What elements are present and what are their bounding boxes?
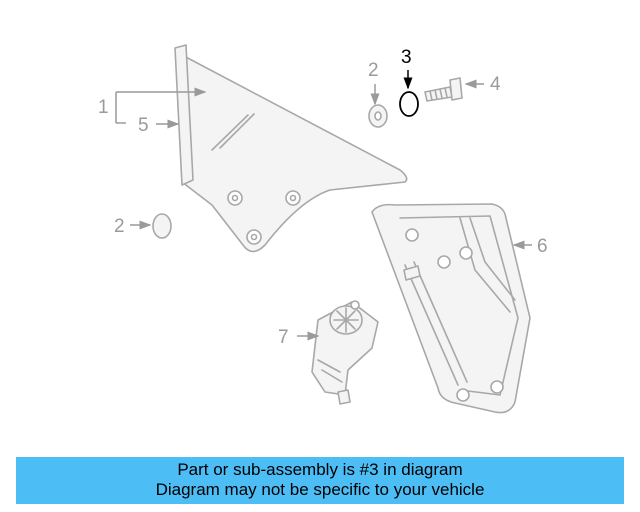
- callout-5: 5: [138, 115, 149, 136]
- callout-6: 6: [537, 236, 548, 257]
- seal-part-2-left: [152, 213, 172, 239]
- parts-diagram: 1 5 2 3 4 2 6: [98, 44, 548, 414]
- callout-4: 4: [490, 74, 501, 95]
- washer-part-2-top: [368, 104, 388, 128]
- window-regulator-part-6: [371, 203, 531, 414]
- bolt-part-4: [424, 77, 463, 102]
- callout-2-top: 2: [368, 60, 379, 81]
- callout-2-left: 2: [114, 216, 125, 237]
- callout-1: 1: [98, 97, 109, 118]
- window-motor-part-7: [311, 300, 379, 405]
- banner-line-2: Diagram may not be specific to your vehi…: [155, 480, 485, 499]
- o-ring-part-3: [399, 91, 419, 117]
- quarter-glass-assembly: [174, 44, 408, 253]
- callout-7: 7: [278, 327, 289, 348]
- part-info-banner: Part or sub-assembly is #3 in diagram Di…: [16, 457, 624, 504]
- callout-3: 3: [401, 47, 412, 68]
- banner-line-1: Part or sub-assembly is #3 in diagram: [177, 460, 463, 479]
